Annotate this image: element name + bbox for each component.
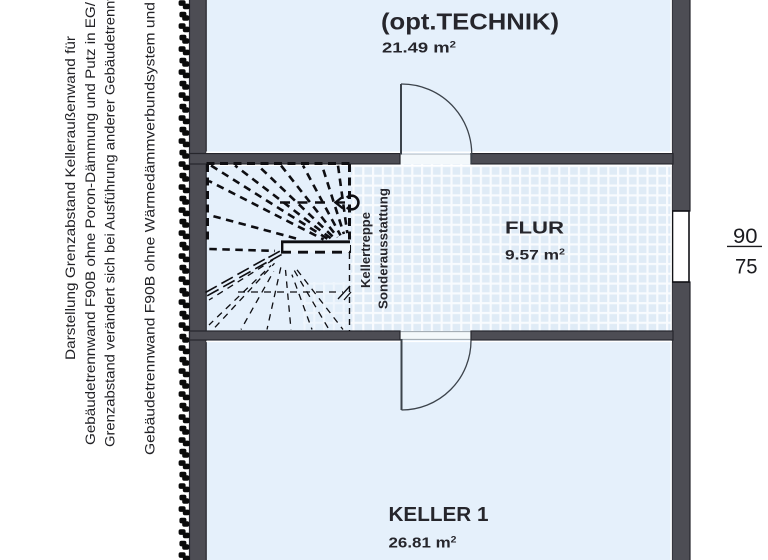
svg-text:Gebäudetrennwand F90B ohne Por: Gebäudetrennwand F90B ohne Poron-Dämmung… <box>83 2 98 445</box>
svg-text:90: 90 <box>733 225 758 248</box>
svg-text:26.81 m2: 26.81 m2 <box>389 534 457 551</box>
svg-text:Darstellung Grenzabstand Kelle: Darstellung Grenzabstand Kelleraußenwand… <box>63 35 78 360</box>
svg-text:Kellertreppe: Kellertreppe <box>358 212 373 288</box>
svg-text:21.49 m2: 21.49 m2 <box>382 40 456 57</box>
svg-text:75: 75 <box>735 256 758 279</box>
svg-text:KELLER 1: KELLER 1 <box>389 503 489 526</box>
svg-text:FLUR: FLUR <box>505 218 564 238</box>
svg-text:9.57 m2: 9.57 m2 <box>505 246 565 262</box>
svg-text:Sonderausstattung: Sonderausstattung <box>376 188 391 309</box>
svg-text:(opt.TECHNIK): (opt.TECHNIK) <box>381 9 559 35</box>
svg-text:Gebäudetrennwand F90B ohne Wär: Gebäudetrennwand F90B ohne Wärmedämmverb… <box>143 2 158 455</box>
svg-text:Grenzabstand verändert sich be: Grenzabstand verändert sich bei Ausführu… <box>103 0 118 447</box>
